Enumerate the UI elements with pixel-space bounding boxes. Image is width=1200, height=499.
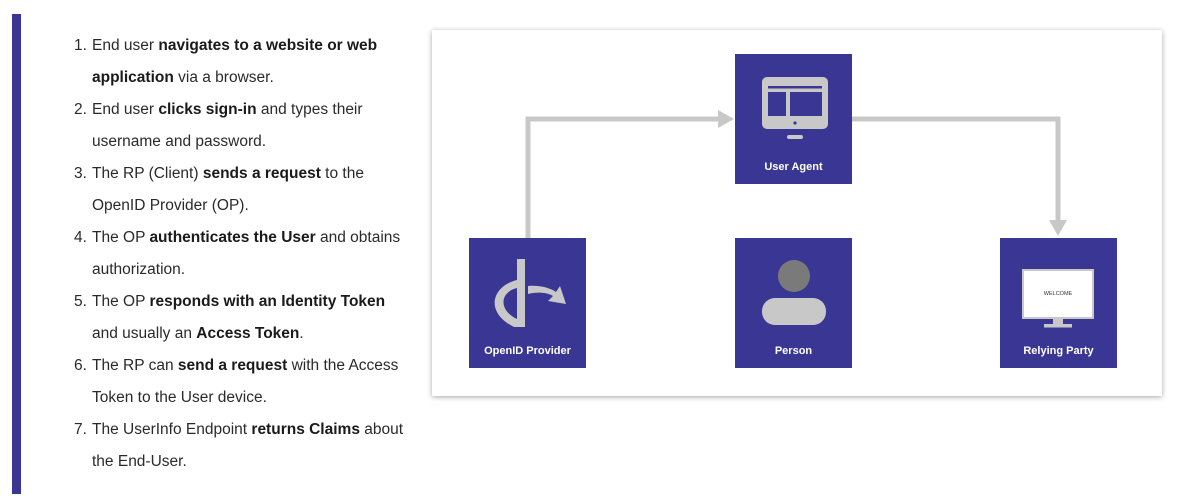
step-emphasis: responds with an Identity Token — [149, 293, 386, 310]
monitor-welcome-icon: WELCOME — [1022, 269, 1094, 328]
flow-diagram: User Agent OpenID Provider Person — [469, 54, 1117, 368]
arrow-openid-to-user-agent — [525, 110, 734, 238]
step-text: and types their username and password. — [92, 101, 363, 150]
step-emphasis: sends a request — [202, 165, 321, 182]
step-item: 3. The RP (Client) sends a request to the… — [74, 158, 414, 222]
welcome-screen-text: WELCOME — [1044, 291, 1073, 297]
step-emphasis: send a request — [177, 357, 288, 374]
step-item: 7. The UserInfo Endpoint returns Claims a… — [74, 414, 414, 478]
step-number: 3. — [74, 165, 87, 182]
person-icon — [762, 260, 826, 325]
step-emphasis: navigates to a website or web applicatio… — [92, 37, 378, 86]
openid-logo-icon — [494, 259, 566, 327]
steps-list: 1. End user navigates to a website or web… — [74, 30, 414, 478]
openid-provider-label: OpenID Provider — [484, 345, 572, 357]
node-openid-provider: OpenID Provider — [469, 238, 586, 368]
step-item: 4. The OP authenticates the User and obta… — [74, 222, 414, 286]
step-text: The RP can — [92, 357, 178, 374]
user-agent-label: User Agent — [764, 161, 823, 173]
step-item: 5. The OP responds with an Identity Token… — [74, 286, 414, 350]
step-emphasis: clicks sign-in — [158, 101, 257, 118]
relying-party-label: Relying Party — [1023, 345, 1094, 357]
step-text: . — [299, 325, 304, 342]
step-item: 6. The RP can send a request with the Acc… — [74, 350, 414, 414]
step-number: 4. — [74, 229, 87, 246]
step-number: 6. — [74, 357, 87, 374]
node-person: Person — [735, 238, 852, 368]
monitor-icon — [762, 77, 828, 139]
step-text: The OP — [92, 293, 150, 310]
step-number: 5. — [74, 293, 87, 310]
step-item: 1. End user navigates to a website or web… — [74, 30, 414, 94]
step-text: The OP — [92, 229, 150, 246]
accent-bar — [12, 14, 21, 494]
step-text: with the Access Token to the User device… — [92, 357, 399, 406]
step-emphasis: Access Token — [196, 325, 300, 342]
step-text: The UserInfo Endpoint — [92, 421, 252, 438]
step-number: 1. — [74, 37, 87, 54]
person-label: Person — [775, 345, 813, 357]
step-text: to the OpenID Provider (OP). — [92, 165, 364, 214]
step-text: and obtains authorization. — [92, 229, 401, 278]
arrow-user-agent-to-relying-party — [852, 116, 1067, 236]
step-number: 2. — [74, 101, 87, 118]
step-number: 7. — [74, 421, 87, 438]
step-text: via a browser. — [173, 69, 274, 86]
step-text: End user — [92, 101, 159, 118]
step-text: End user — [92, 37, 159, 54]
diagram-card: User Agent OpenID Provider Person — [432, 30, 1162, 396]
step-text: about the End-User. — [92, 421, 404, 470]
step-emphasis: returns Claims — [251, 421, 360, 438]
step-emphasis: authenticates the User — [149, 229, 316, 246]
step-item: 2. End user clicks sign-in and types thei… — [74, 94, 414, 158]
node-user-agent: User Agent — [735, 54, 852, 184]
step-text: and usually an — [92, 325, 197, 342]
step-text: The RP (Client) — [92, 165, 203, 182]
node-relying-party: WELCOME Relying Party — [1000, 238, 1117, 368]
